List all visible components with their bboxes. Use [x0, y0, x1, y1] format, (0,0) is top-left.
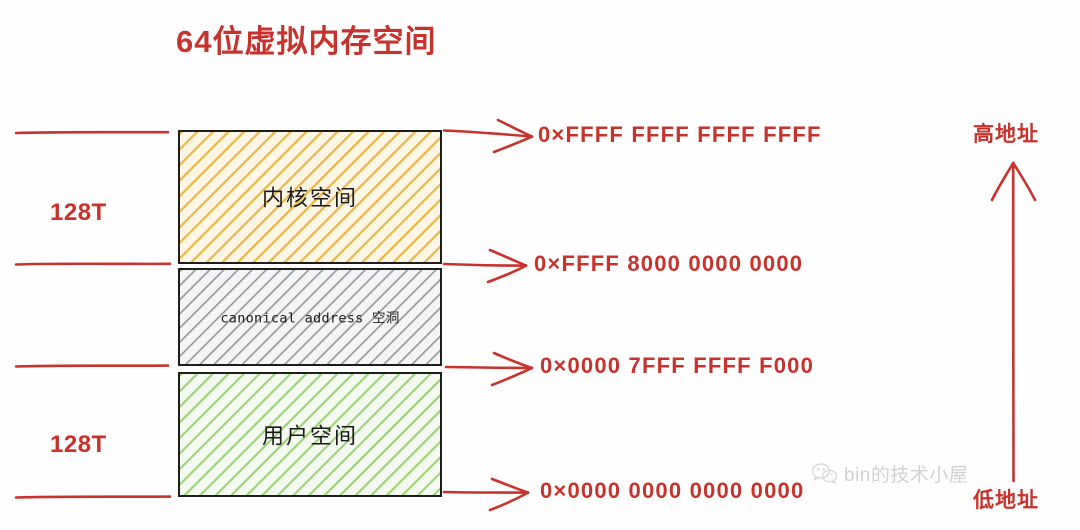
address-label-top: 0×FFFF FFFF FFFF FFFF — [538, 122, 822, 147]
address-label-kernel-base: 0×FFFF 8000 0000 0000 — [534, 251, 804, 276]
axis-label-low-address: 低地址 — [973, 489, 1039, 512]
address-label-bottom: 0×0000 0000 0000 0000 — [540, 478, 805, 503]
up-arrow-icon — [990, 161, 1037, 483]
kernel-hatch-fill — [180, 132, 440, 262]
region-user-space-label: 用户空间 — [261, 422, 358, 448]
wechat-icon — [812, 462, 838, 484]
size-label-user: 128T — [50, 431, 107, 458]
axis-label-high-address: 高地址 — [973, 123, 1039, 146]
watermark: bin的技术小屋 — [812, 460, 968, 487]
page-title: 64位虚拟内存空间 — [176, 24, 437, 59]
region-user-space[interactable]: 用户空间 — [178, 372, 442, 497]
address-label-user-top: 0×0000 7FFF FFFF F000 — [540, 353, 815, 378]
hole-hatch-fill — [180, 270, 440, 364]
region-canonical-address-hole[interactable]: canonical address 空洞 — [178, 268, 442, 366]
size-label-kernel: 128T — [50, 199, 107, 226]
watermark-text: bin的技术小屋 — [844, 465, 969, 486]
user-hatch-fill — [180, 374, 440, 495]
region-kernel-space-label: 内核空间 — [261, 185, 358, 211]
address-pointer-arrows — [442, 118, 534, 512]
region-kernel-space[interactable]: 内核空间 — [178, 130, 442, 264]
region-canonical-address-hole-label: canonical address 空洞 — [220, 310, 400, 327]
